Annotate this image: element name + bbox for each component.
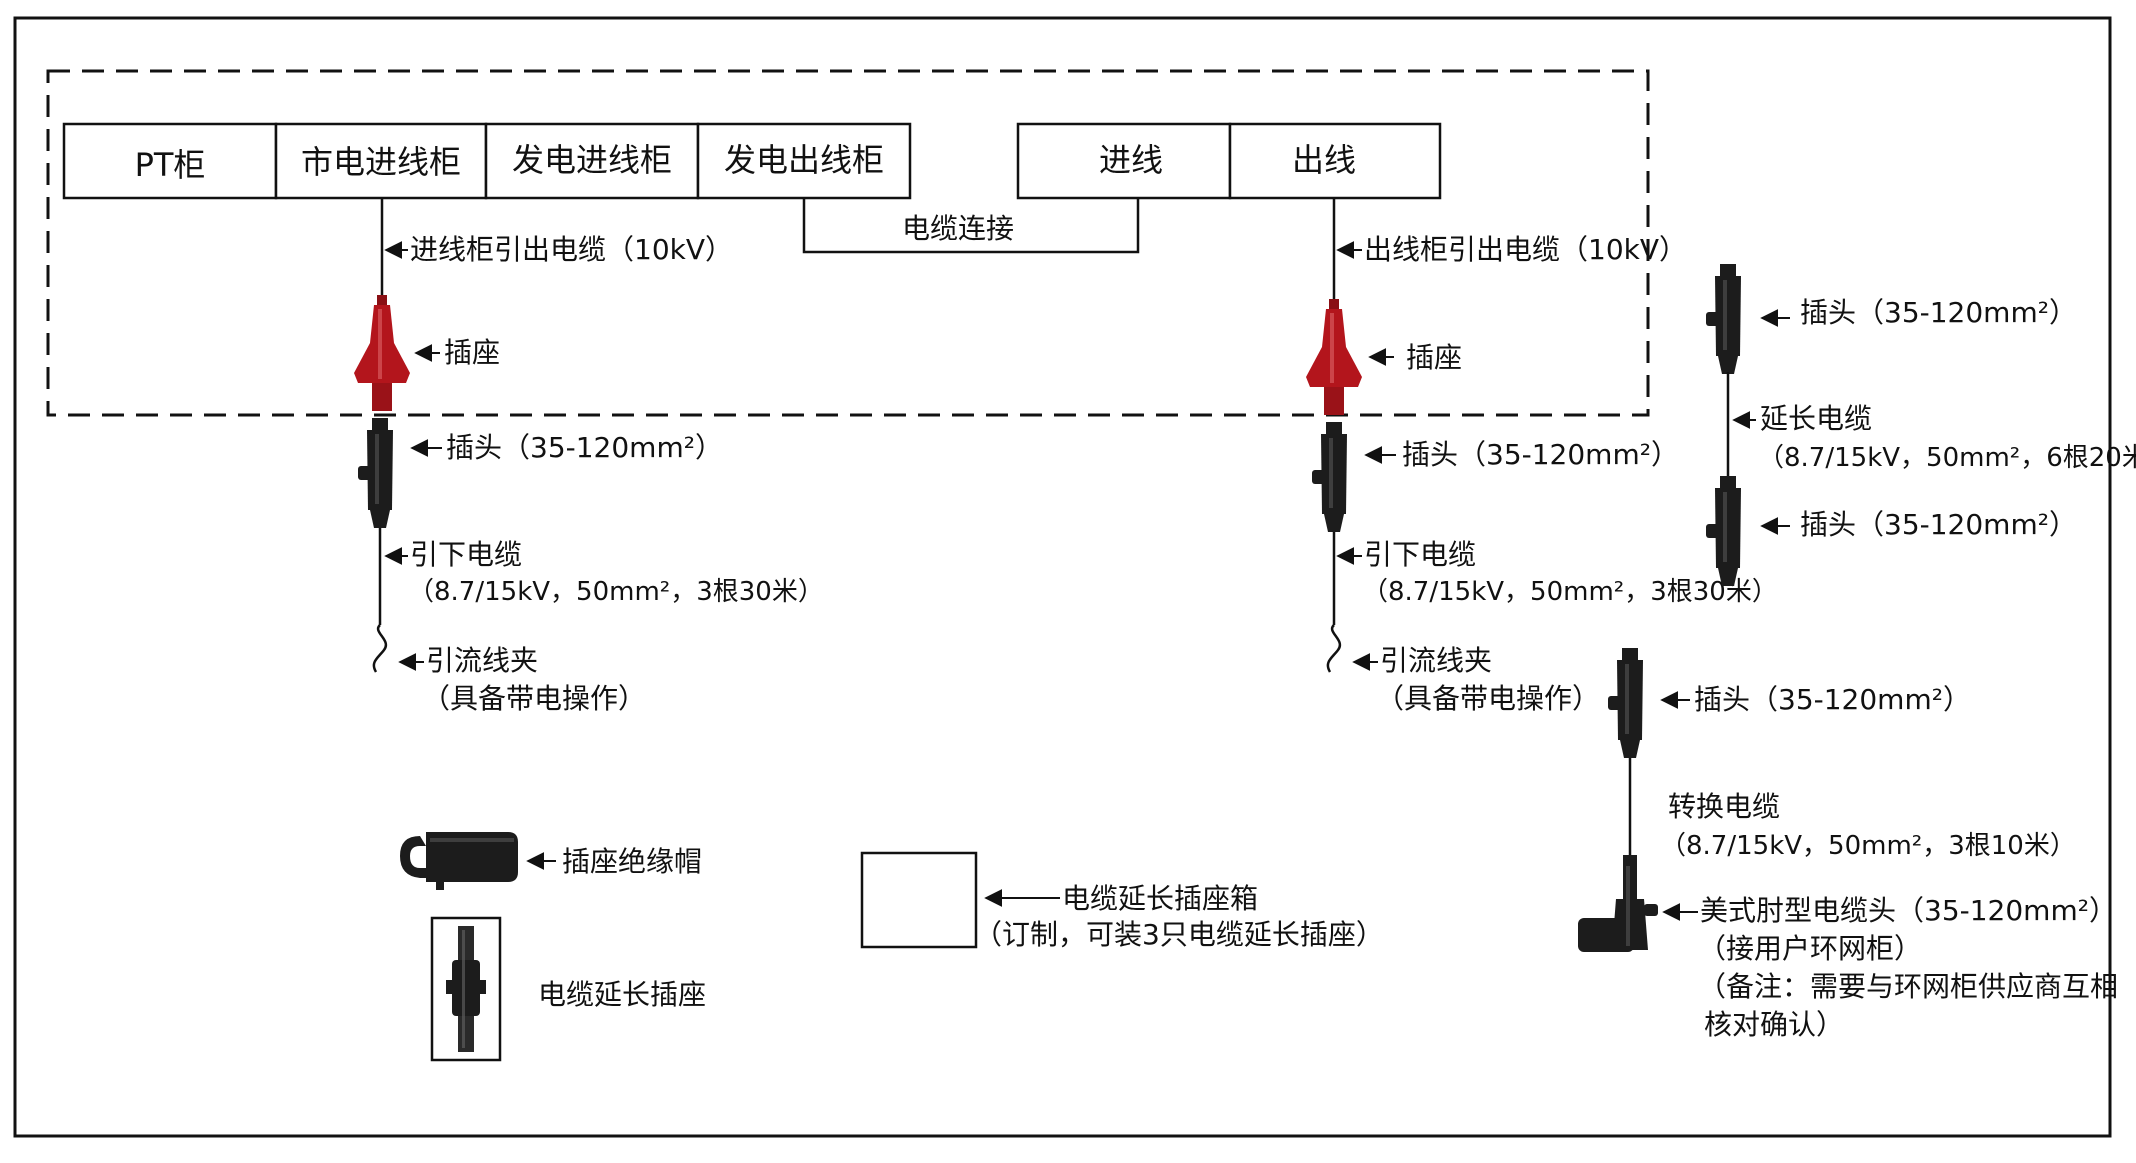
left-socket-label: 插座	[444, 336, 500, 369]
panel-box-gen-incoming	[484, 122, 700, 200]
right-socket-label: 插座	[1406, 341, 1462, 374]
elbow-connector	[1578, 855, 1658, 952]
socket-cap-image	[400, 832, 518, 890]
cable-link-label: 电缆连接	[902, 212, 1014, 245]
switchgear-enclosure	[46, 69, 1650, 417]
panel-label-gen-outgoing: 发电出线柜	[724, 141, 884, 179]
left-down-cable-label: 引下电缆	[410, 538, 522, 571]
cable-link-bracket	[802, 198, 1140, 254]
left-clamp-label: 引流线夹	[426, 644, 538, 677]
extension-plug-bottom	[1706, 476, 1741, 586]
right-plug-label: 插头（35-120mm²）	[1402, 438, 1679, 471]
elbow-note-2: （备注：需要与环网柜供应商互相	[1698, 970, 2118, 1003]
transfer-cable-spec: （8.7/15kV，50mm²，3根10米）	[1660, 831, 2076, 861]
right-clamp-symbol	[1326, 624, 1342, 673]
extension-plug-top-label: 插头（35-120mm²）	[1800, 296, 2077, 329]
left-down-cable-spec: （8.7/15kV，50mm²，3根30米）	[408, 577, 824, 607]
extension-plug-bottom-label: 插头（35-120mm²）	[1800, 508, 2077, 541]
panel-row-left: PT柜 市电进线柜 发电进线柜 发电出线柜	[62, 122, 912, 200]
panel-box-pt	[62, 122, 278, 200]
right-socket	[1306, 299, 1362, 415]
extension-cable-spec: （8.7/15kV，50mm²，6根20米）	[1758, 443, 2136, 473]
panel-label-gen-incoming: 发电进线柜	[512, 141, 672, 179]
panel-row-right: 进线 出线	[1016, 122, 1442, 200]
left-outlet-cable-label: 进线柜引出电缆（10kV）	[410, 233, 733, 266]
right-down-cable-label: 引下电缆	[1364, 538, 1476, 571]
panel-box-gen-outgoing	[696, 122, 912, 200]
right-outlet-cable-label: 出线柜引出电缆（10kV）	[1364, 233, 1687, 266]
left-plug-label: 插头（35-120mm²）	[446, 431, 723, 464]
right-down-cable-spec: （8.7/15kV，50mm²，3根30米）	[1362, 577, 1778, 607]
panel-label-incoming: 进线	[1099, 141, 1163, 179]
ext-socket-image	[446, 926, 486, 1052]
elbow-note-1: （接用户环网柜）	[1698, 932, 1922, 965]
panel-label-outgoing: 出线	[1292, 141, 1356, 179]
socket-cap-label: 插座绝缘帽	[562, 845, 702, 878]
left-socket	[354, 295, 410, 411]
extension-cable-label: 延长电缆	[1760, 402, 1872, 435]
elbow-note-3: 核对确认）	[1704, 1008, 1844, 1041]
left-clamp-note: （具备带电操作）	[422, 682, 646, 715]
ext-socket-label: 电缆延长插座	[538, 978, 706, 1011]
elbow-label: 美式肘型电缆头（35-120mm²）	[1700, 894, 2117, 927]
panel-box-outgoing	[1228, 122, 1442, 200]
extension-plug-top	[1706, 264, 1741, 374]
ext-box-label: 电缆延长插座箱	[1062, 882, 1258, 915]
ext-box-symbol	[860, 851, 978, 949]
right-clamp-note: （具备带电操作）	[1376, 682, 1600, 715]
panel-label-pt: PT柜	[135, 146, 206, 184]
ext-box-note: （订制，可装3只电缆延长插座）	[974, 918, 1384, 951]
right-plug	[1312, 422, 1347, 532]
left-clamp-symbol	[372, 624, 388, 673]
panel-label-grid-incoming: 市电进线柜	[301, 143, 461, 181]
outer-frame	[13, 16, 2112, 1138]
left-plug	[358, 418, 393, 528]
transfer-plug-label: 插头（35-120mm²）	[1694, 683, 1971, 716]
transfer-cable-label: 转换电缆	[1668, 790, 1780, 823]
right-clamp-label: 引流线夹	[1380, 644, 1492, 677]
transfer-plug	[1608, 648, 1643, 758]
